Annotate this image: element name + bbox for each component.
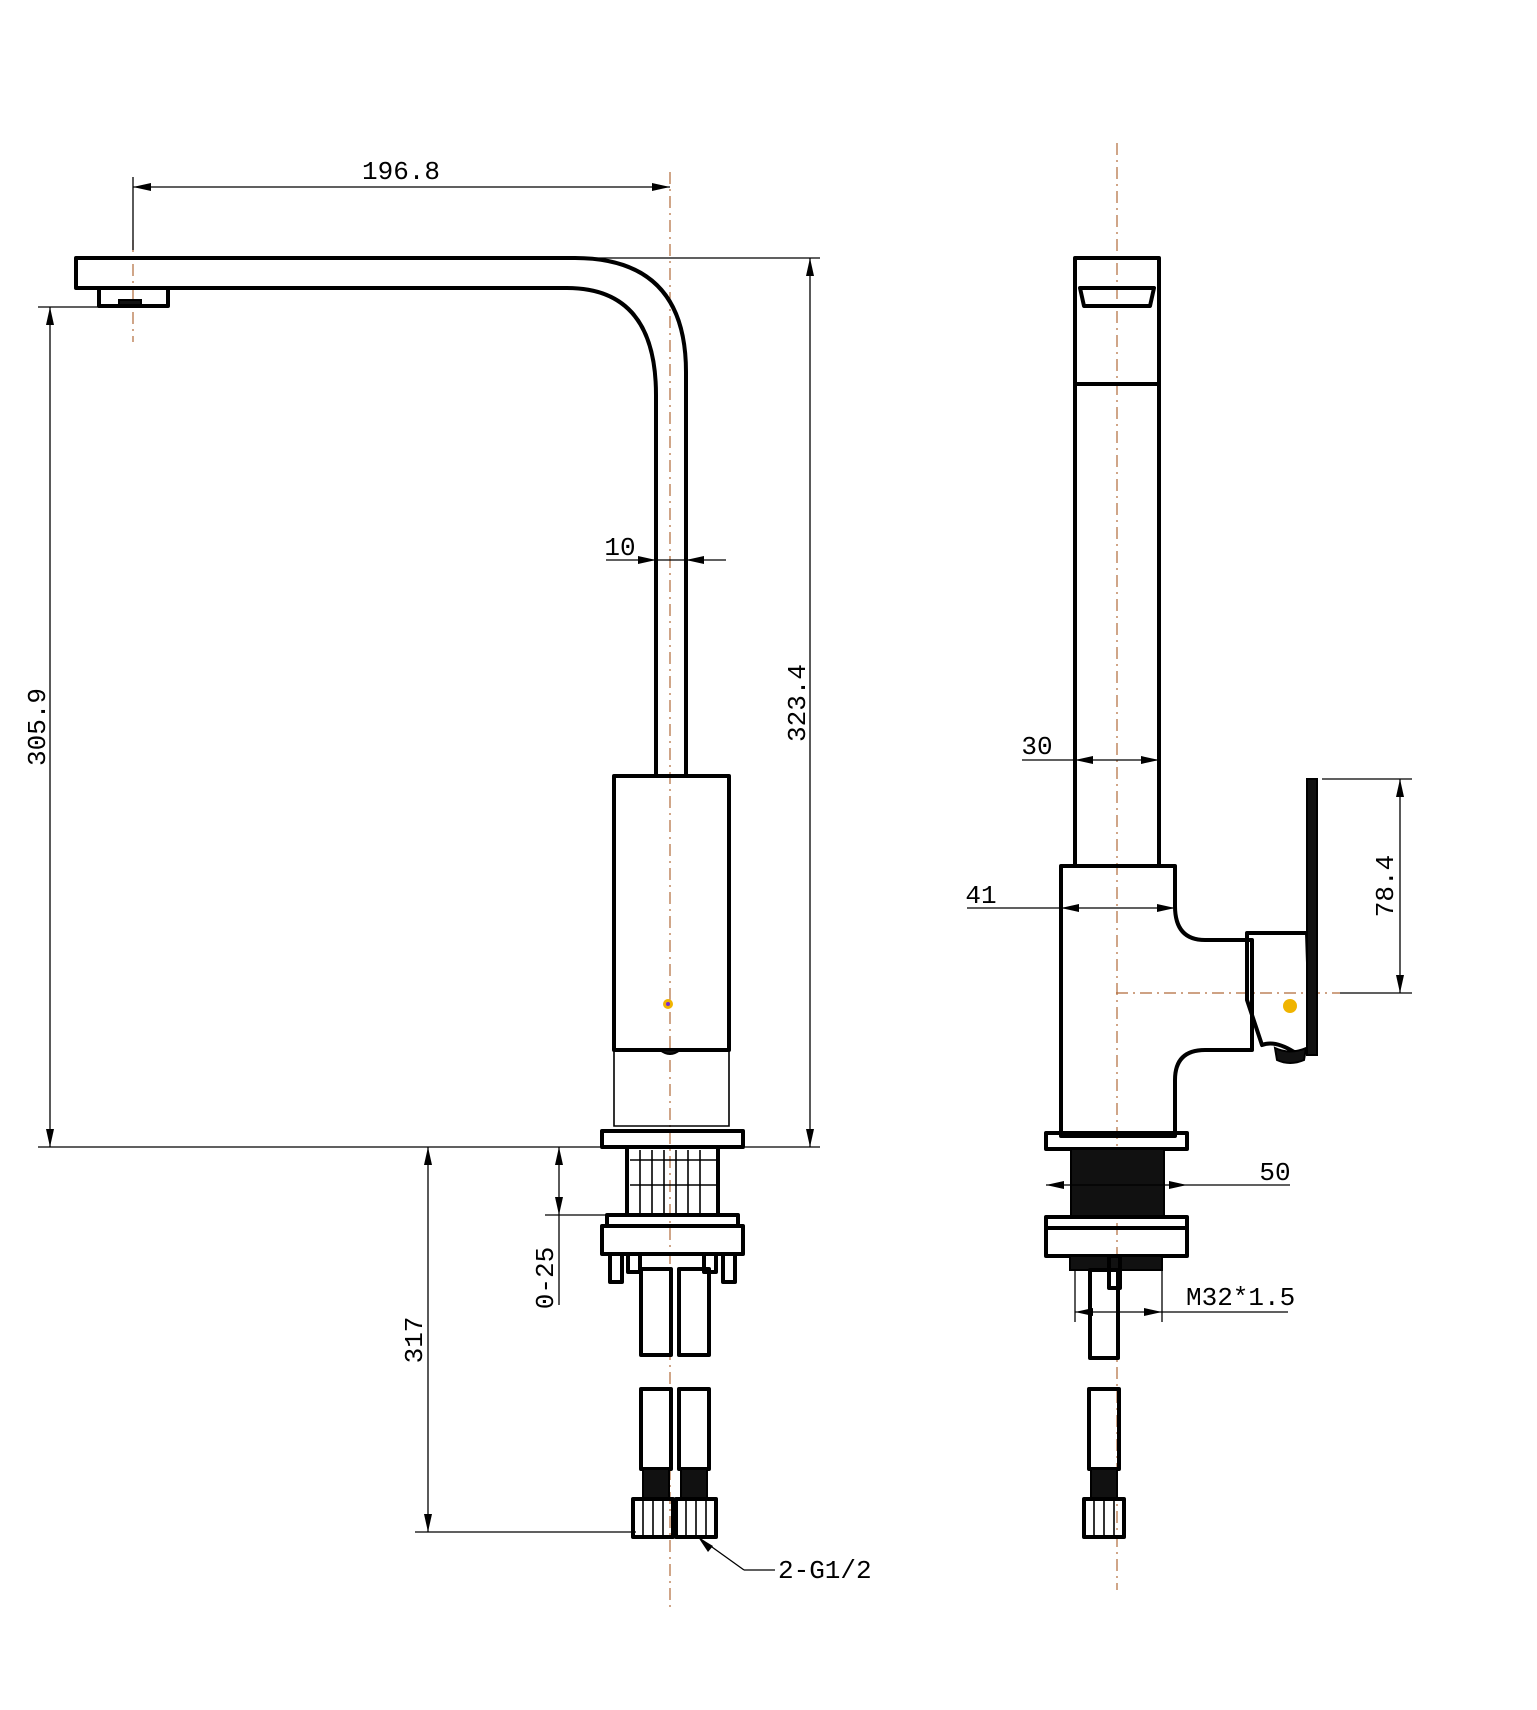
dim-label-body-width: 41 bbox=[965, 881, 996, 911]
dim-label-handle-height: 78.4 bbox=[1371, 855, 1401, 917]
side-view: 30 41 78.4 50 M32*1. bbox=[965, 143, 1412, 1590]
body-side bbox=[1059, 864, 1254, 1138]
faucet-body bbox=[612, 774, 731, 1052]
hose-lower-side bbox=[1087, 1387, 1121, 1471]
dim-body-width: 41 bbox=[965, 881, 1175, 912]
dim-label-below-deck: 317 bbox=[400, 1317, 430, 1364]
dim-label-spout-thickness: 10 bbox=[604, 533, 635, 563]
dim-mounting-diameter: 50 bbox=[1046, 1158, 1291, 1189]
shank-threads bbox=[630, 1150, 716, 1213]
dim-label-hose-connection: 2-G1/2 bbox=[778, 1556, 872, 1586]
aerator-side bbox=[1078, 286, 1156, 308]
spout bbox=[74, 256, 688, 778]
base-plate bbox=[600, 1129, 745, 1149]
hose-crimp-side bbox=[1090, 1468, 1118, 1500]
dim-outlet-height: 305.9 bbox=[23, 306, 600, 1148]
stud-side bbox=[1107, 1254, 1122, 1290]
dim-total-height: 323.4 bbox=[580, 257, 820, 1148]
hose-fitting-side-ribs bbox=[1093, 1499, 1115, 1537]
dim-spout-thickness: 10 bbox=[604, 533, 726, 564]
threaded-shank-side bbox=[1070, 1148, 1165, 1218]
body-collar bbox=[613, 1050, 730, 1127]
dim-label-thread-size: M32*1.5 bbox=[1186, 1283, 1295, 1313]
hose-fittings bbox=[631, 1497, 718, 1539]
dim-below-deck: 317 bbox=[400, 1147, 636, 1533]
front-view: 196.8 10 305.9 323.4 bbox=[23, 157, 872, 1610]
dim-label-deck-thickness: 0-25 bbox=[531, 1247, 561, 1309]
marker-dot bbox=[663, 999, 673, 1009]
leader-hose-connection: 2-G1/2 bbox=[697, 1536, 872, 1586]
nut-underside bbox=[1069, 1255, 1163, 1271]
dim-deck-thickness: 0-25 bbox=[531, 1147, 607, 1309]
dim-thread-size: M32*1.5 bbox=[1074, 1270, 1295, 1322]
dim-label-outlet-height: 305.9 bbox=[23, 688, 53, 766]
dim-label-spout-width: 30 bbox=[1021, 732, 1052, 762]
body-notch bbox=[657, 1049, 683, 1055]
aerator-outlet bbox=[118, 299, 142, 306]
hose-upper-side bbox=[1088, 1268, 1120, 1360]
dim-spout-width: 30 bbox=[1021, 732, 1159, 764]
dim-label-spout-reach: 196.8 bbox=[362, 157, 440, 187]
handle bbox=[1245, 778, 1318, 1064]
dim-handle-height: 78.4 bbox=[1322, 778, 1412, 994]
dim-label-total-height: 323.4 bbox=[783, 664, 813, 742]
dim-label-mounting-diameter: 50 bbox=[1259, 1158, 1290, 1188]
lock-nut bbox=[600, 1224, 745, 1256]
handle-marker-dot bbox=[1283, 999, 1297, 1013]
supply-hoses bbox=[639, 1267, 711, 1500]
dim-spout-reach: 196.8 bbox=[132, 157, 670, 250]
